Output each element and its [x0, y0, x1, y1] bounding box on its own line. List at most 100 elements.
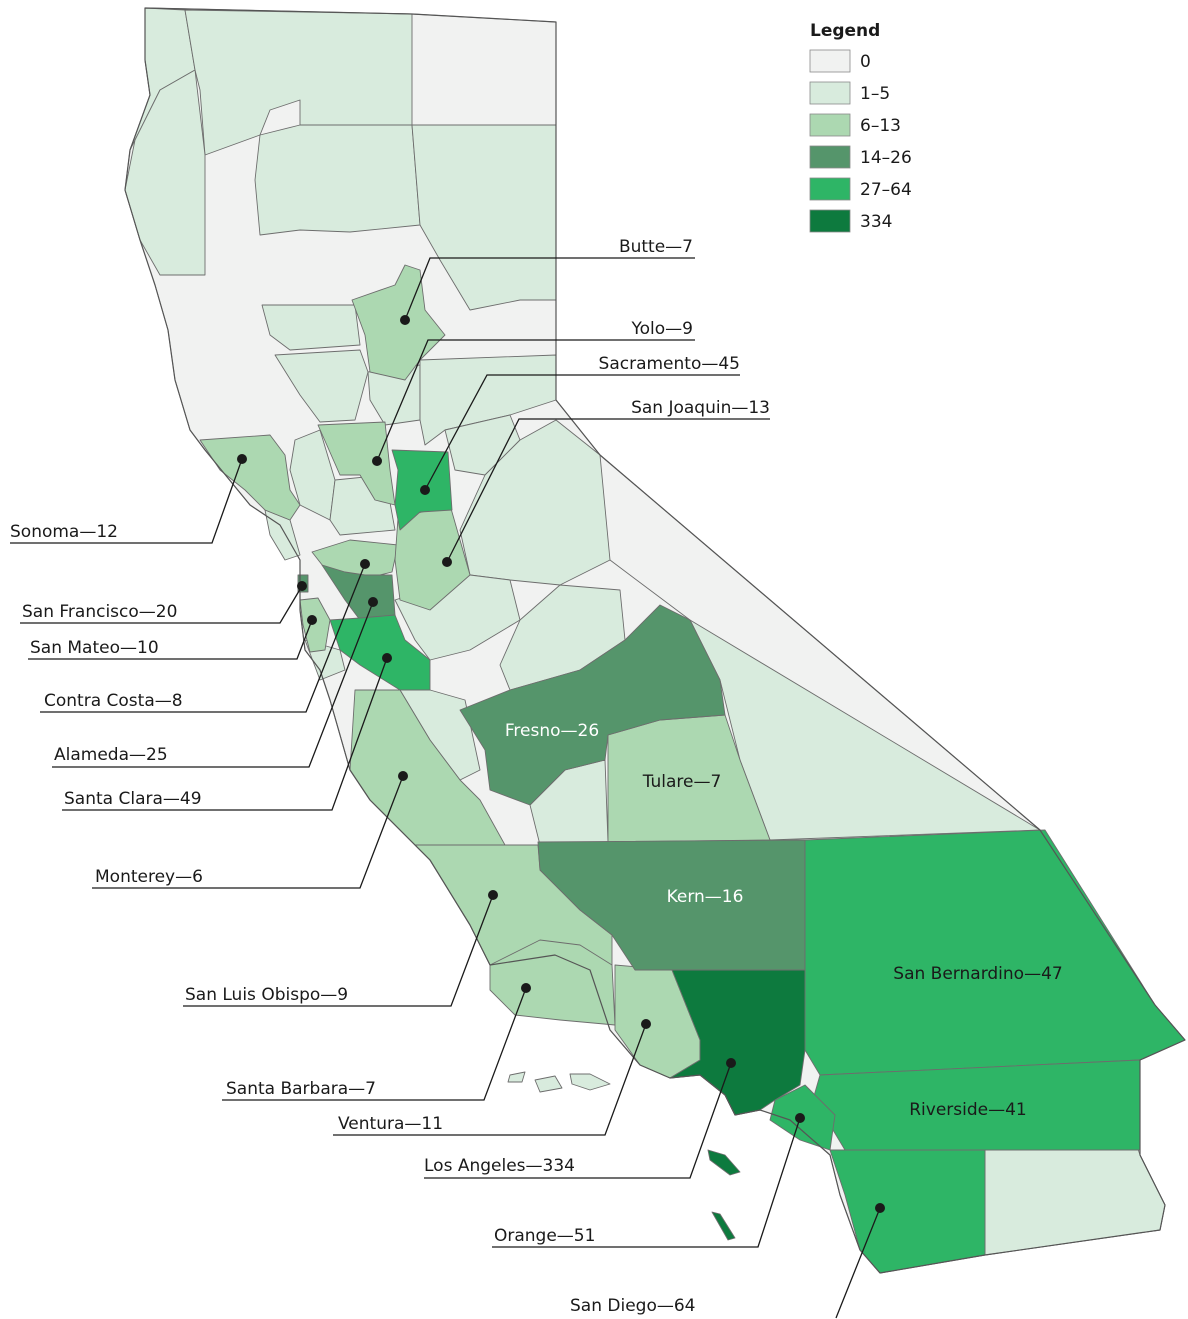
legend-swatch-334 — [809, 209, 851, 233]
label-san-diego: San Diego—64 — [570, 1296, 695, 1316]
marker-los-angeles — [726, 1058, 736, 1068]
county-siskiyou — [184, 9, 413, 156]
leader-los-angeles — [424, 1062, 732, 1179]
leader-san-diego — [835, 1207, 881, 1319]
counties-6-13 — [199, 264, 771, 1079]
leader-san-mateo — [28, 619, 313, 660]
leader-san-luis-obispo — [183, 894, 494, 1007]
leader-ventura — [333, 1023, 647, 1136]
leader-yolo — [376, 339, 695, 462]
legend-title: Legend — [810, 21, 880, 41]
legend-item: 1–5 — [809, 81, 890, 105]
marker-yolo — [372, 456, 382, 466]
label-contra-costa: Contra Costa—8 — [44, 691, 183, 711]
counties-334 — [669, 969, 806, 1241]
label-butte: Butte—7 — [619, 237, 693, 257]
county-sonoma — [199, 434, 301, 521]
label-yolo: Yolo—9 — [631, 319, 693, 339]
county-yolo — [317, 421, 396, 506]
marker-monterey — [398, 771, 408, 781]
marker-contra-costa — [360, 559, 370, 569]
counties-14-26 — [297, 564, 806, 971]
county-san-bernardino — [804, 829, 1186, 1076]
county-fresno — [459, 604, 726, 806]
leader-santa-clara — [62, 657, 388, 811]
marker-alameda — [368, 597, 378, 607]
county-shasta — [254, 124, 421, 236]
leader-orange — [492, 1117, 801, 1248]
county-san-joaquin — [394, 504, 471, 611]
label-monterey: Monterey—6 — [95, 867, 203, 887]
legend-item: 0 — [809, 49, 871, 73]
legend-label: 334 — [860, 212, 892, 232]
label-orange: Orange—51 — [494, 1226, 595, 1246]
leader-san-francisco — [20, 585, 303, 624]
legend-swatch-0 — [809, 49, 851, 73]
label-san-luis-obispo: San Luis Obispo—9 — [185, 985, 348, 1005]
county-humboldt — [124, 69, 206, 276]
marker-orange — [795, 1113, 805, 1123]
marker-san-joaquin — [442, 557, 452, 567]
leader-butte — [404, 257, 695, 321]
marker-sonoma — [237, 454, 247, 464]
leader-santa-barbara — [222, 987, 527, 1101]
legend-label: 27–64 — [860, 180, 912, 200]
marker-san-mateo — [307, 615, 317, 625]
county-colusa — [274, 349, 369, 423]
county-santa-clara — [329, 614, 431, 691]
label-alameda: Alameda—25 — [54, 745, 168, 765]
legend: Legend 0 1–5 6–13 14–26 27–64 334 — [809, 21, 912, 233]
label-los-angeles: Los Angeles—334 — [424, 1156, 575, 1176]
county-butte — [351, 264, 446, 381]
marker-sacramento — [420, 485, 430, 495]
leader-alameda — [52, 601, 374, 768]
legend-label: 0 — [860, 52, 871, 72]
marker-santa-barbara — [521, 983, 531, 993]
label-tulare: Tulare—7 — [642, 772, 722, 792]
county-san-diego — [829, 1149, 986, 1274]
state-outline — [124, 7, 1186, 1274]
county-tuolumne-mariposa-mono — [459, 419, 611, 586]
label-fresno: Fresno—26 — [505, 721, 599, 741]
legend-item: 334 — [809, 209, 892, 233]
marker-san-francisco — [297, 581, 307, 591]
callout-leaders — [10, 257, 885, 1319]
label-sonoma: Sonoma—12 — [10, 522, 118, 542]
inline-labels: Fresno—26 Tulare—7 Kern—16 San Bernardin… — [505, 721, 1063, 1120]
label-riverside: Riverside—41 — [909, 1100, 1027, 1120]
counties-27-64 — [329, 449, 1186, 1274]
county-los-angeles-san-clemente — [711, 1211, 736, 1241]
legend-item: 6–13 — [809, 113, 901, 137]
legend-swatch-27-64 — [809, 177, 851, 201]
legend-label: 14–26 — [860, 148, 912, 168]
label-ventura: Ventura—11 — [338, 1114, 443, 1134]
county-los-angeles-catalina — [707, 1149, 741, 1176]
leader-contra-costa — [40, 563, 366, 713]
leader-sacramento — [424, 374, 740, 491]
legend-item: 14–26 — [809, 145, 912, 169]
leader-san-joaquin — [446, 418, 770, 563]
marker-santa-clara — [382, 653, 392, 663]
county-san-mateo — [299, 597, 331, 653]
county-channel-islands — [507, 1071, 611, 1093]
label-sacramento: Sacramento—45 — [599, 354, 740, 374]
legend-item: 27–64 — [809, 177, 912, 201]
county-tehama-glenn — [261, 304, 361, 351]
label-santa-clara: Santa Clara—49 — [64, 789, 202, 809]
legend-label: 6–13 — [860, 116, 901, 136]
label-san-francisco: San Francisco—20 — [22, 602, 177, 622]
marker-butte — [400, 315, 410, 325]
marker-ventura — [641, 1019, 651, 1029]
marker-san-luis-obispo — [488, 890, 498, 900]
legend-swatch-1-5 — [809, 81, 851, 105]
legend-swatch-6-13 — [809, 113, 851, 137]
county-alameda — [321, 564, 396, 621]
counties-1-5 — [124, 7, 1166, 1256]
label-santa-barbara: Santa Barbara—7 — [226, 1079, 376, 1099]
legend-swatch-14-26 — [809, 145, 851, 169]
label-kern: Kern—16 — [667, 887, 744, 907]
county-imperial — [984, 1139, 1166, 1256]
legend-label: 1–5 — [860, 84, 890, 104]
label-san-bernardino: San Bernardino—47 — [893, 964, 1062, 984]
